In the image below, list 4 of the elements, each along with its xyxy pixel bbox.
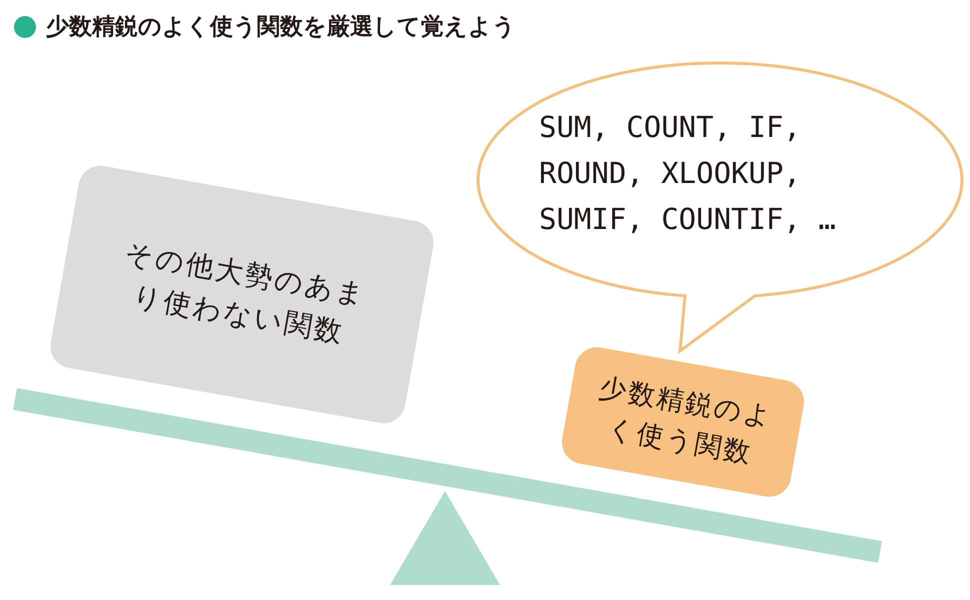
- card-text: その他大勢のあまり使わない関数: [121, 235, 370, 351]
- function-list: SUM, COUNT, IF, ROUND, XLOOKUP, SUMIF, COUNTIF, …: [539, 104, 869, 242]
- title: 少数精鋭のよく使う関数を厳選して覚えよう: [46, 13, 516, 42]
- card-text: 少数精鋭のよく使う関数: [596, 371, 777, 472]
